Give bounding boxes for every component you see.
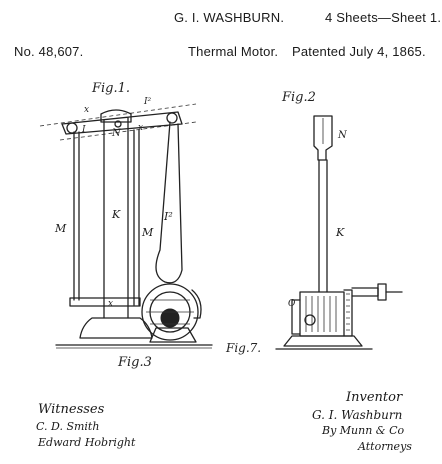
- fig3-label: Fig.3: [117, 355, 152, 370]
- attorneys-label: Attorneys: [358, 440, 412, 453]
- part-label-m: M: [141, 226, 154, 239]
- lower-crossbar: [69, 297, 141, 307]
- part-label-n: N: [111, 128, 122, 139]
- flywheel-bracket: [149, 327, 197, 343]
- left-arm: [291, 299, 301, 335]
- part-label-i2: I²: [143, 97, 152, 107]
- flywheel: [141, 283, 199, 341]
- part-label-i2: I²: [163, 210, 173, 223]
- part-label-k: K: [335, 226, 345, 239]
- fig1-drawing: x x I N I² M K M I² x: [39, 97, 213, 349]
- column-head: [313, 115, 333, 161]
- part-label-o: O: [288, 299, 296, 309]
- fig1-label: Fig.1.: [91, 81, 130, 96]
- part-label-n: N: [337, 130, 348, 141]
- walking-beam: [61, 111, 183, 135]
- beam-end-pivot: [166, 112, 178, 124]
- gear-box: [299, 291, 345, 337]
- connecting-rod-left: [73, 131, 80, 301]
- flywheel-spokes: [146, 299, 194, 325]
- inventor-name: G. I. WASHBURN.: [174, 10, 285, 25]
- gear-axle: [304, 314, 316, 326]
- patent-title: Thermal Motor.: [188, 44, 279, 59]
- patent-date: Patented July 4, 1865.: [292, 44, 426, 59]
- witness-signature-2: Edward Hobright: [38, 436, 136, 449]
- fig2-drawing: N K O: [275, 115, 403, 350]
- thermal-link: [155, 121, 183, 284]
- inventor-signature: G. I. Washburn: [312, 408, 403, 422]
- gear-wheel: [343, 289, 353, 337]
- column-cap: [100, 109, 132, 123]
- part-label-k: K: [111, 208, 121, 221]
- central-column: [103, 117, 129, 319]
- part-label-x: x: [84, 105, 89, 115]
- fig7-label: Fig.7.: [225, 341, 261, 355]
- gear-box-hatching: [305, 296, 337, 332]
- inventor-label: Inventor: [346, 390, 403, 405]
- connecting-rod-right: [133, 129, 140, 306]
- witnesses-label: Witnesses: [38, 402, 105, 417]
- side-column: [318, 159, 328, 293]
- shaft-collar: [377, 283, 387, 301]
- part-label-x: x: [108, 299, 113, 309]
- part-label-m: M: [54, 222, 67, 235]
- patent-number: No. 48,607.: [14, 44, 84, 59]
- attorneys-byline: By Munn & Co: [322, 424, 405, 437]
- sheet-count: 4 Sheets—Sheet 1.: [325, 10, 442, 25]
- part-label-i: I: [81, 125, 86, 135]
- beam-end-pivot: [66, 122, 78, 134]
- side-linkage: [191, 289, 202, 319]
- witness-signature-1: C. D. Smith: [36, 420, 100, 433]
- beam-center-pivot: [114, 120, 122, 128]
- flywheel-hub: [160, 308, 180, 328]
- column-base: [79, 317, 153, 339]
- gear-teeth: [346, 293, 350, 331]
- fig2-base: [283, 335, 363, 347]
- fig2-label: Fig.2: [281, 90, 316, 105]
- drive-shaft: [351, 287, 379, 297]
- part-label-x: x: [138, 123, 143, 133]
- beam-position-dashed: [39, 103, 197, 127]
